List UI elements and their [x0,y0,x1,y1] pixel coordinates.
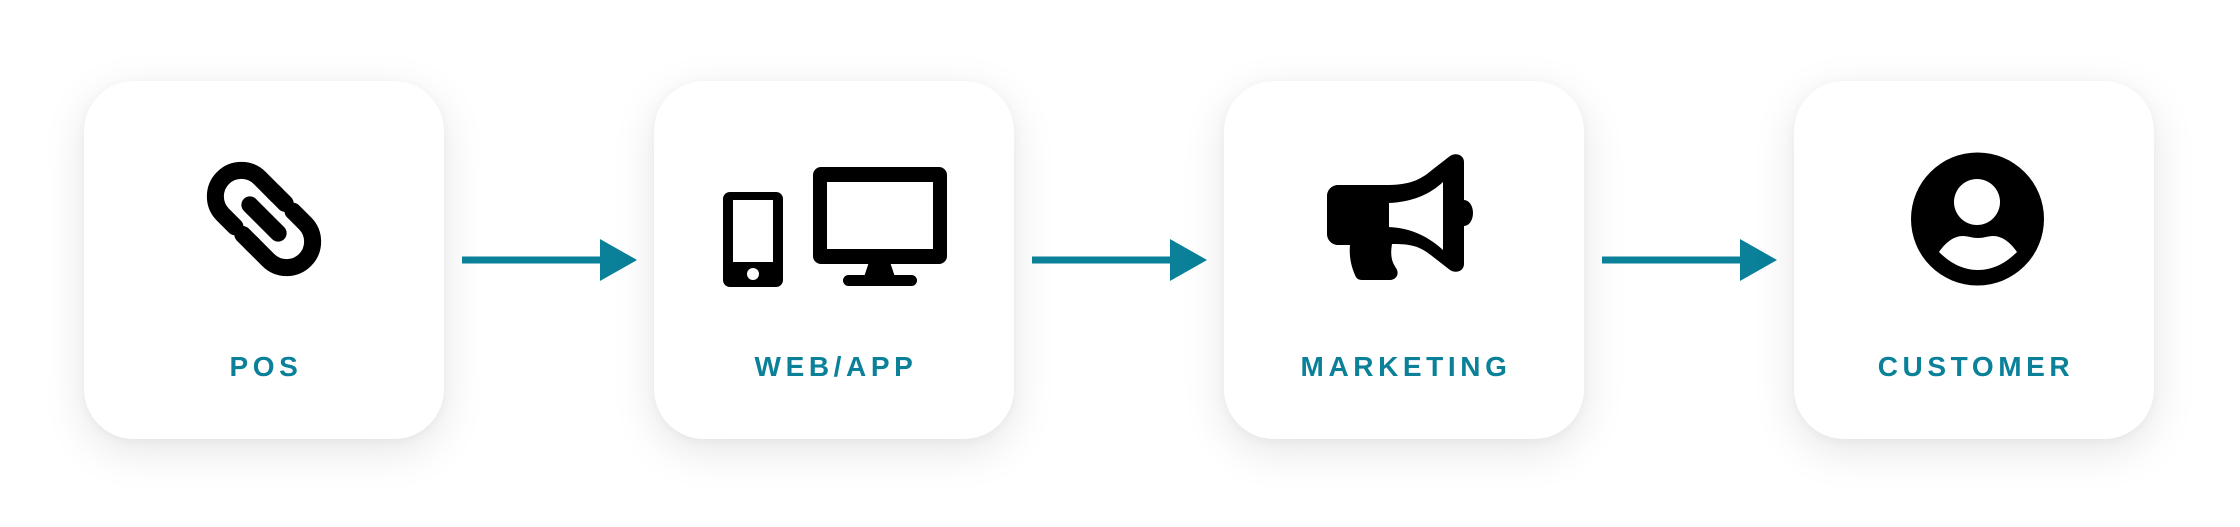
arrow-right-icon [1602,239,1777,281]
arrow-right-icon [1032,239,1207,281]
step-label: MARKETING [1300,351,1512,382]
megaphone-icon [1327,154,1473,280]
phone-icon [723,192,783,287]
arrow-right-icon [462,239,637,281]
step-label: WEB/APP [754,351,918,382]
step-label: CUSTOMER [1877,351,2075,382]
monitor-icon [813,167,947,286]
step-label: POS [229,351,303,382]
user-circle-icon [1911,152,2044,286]
step-card-marketing: MARKETING [1224,81,1584,439]
step-card-web-app: WEB/APP [654,81,1014,439]
step-card-customer: CUSTOMER [1794,81,2154,439]
step-card-pos: POS [84,81,444,439]
devices-icon [723,167,947,287]
link-icon [206,161,322,277]
